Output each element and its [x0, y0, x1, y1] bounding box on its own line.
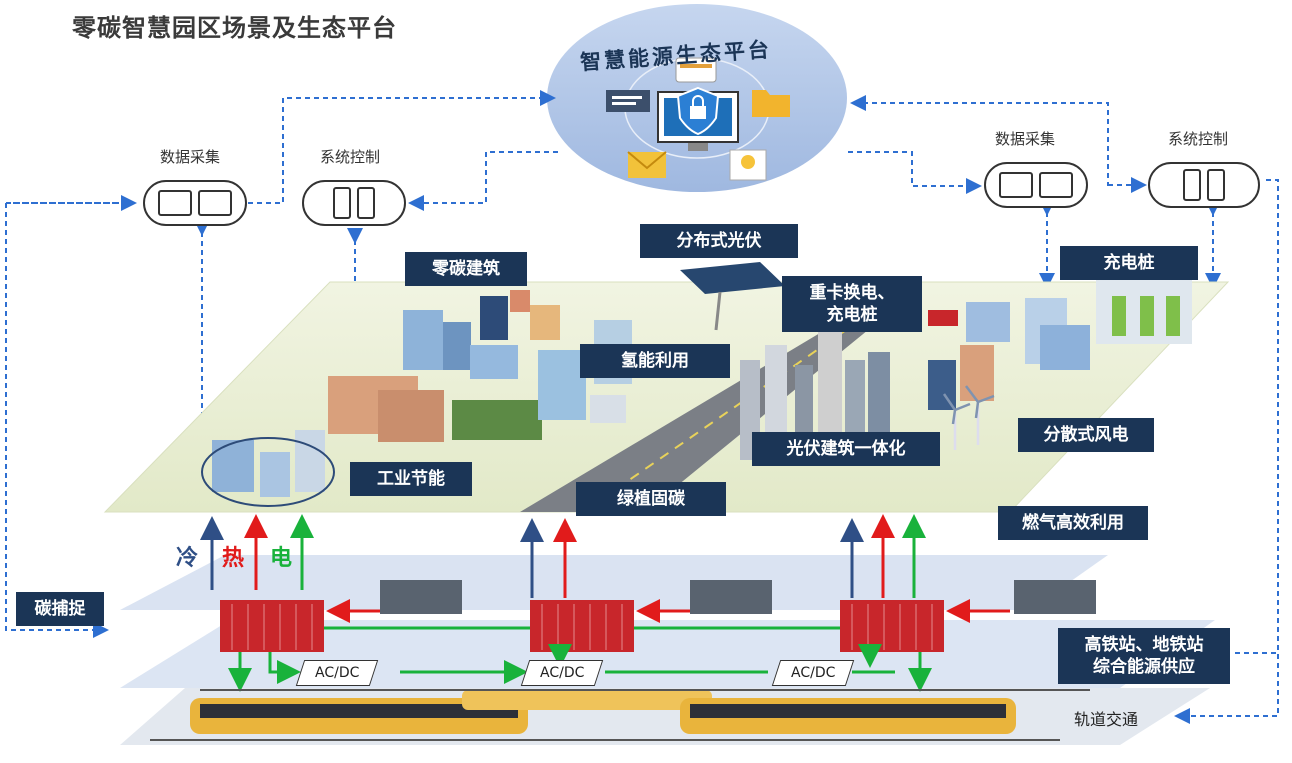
monitor-device-icon: [999, 172, 1033, 198]
red-units: [220, 600, 944, 652]
label-distributed-wind: 分散式风电: [1018, 418, 1154, 452]
label-hydrogen: 氢能利用: [580, 344, 730, 378]
data-collect-label-left: 数据采集: [160, 148, 221, 166]
label-truck-swap-line1: 重卡换电、: [809, 283, 895, 303]
system-control-device-right: [1148, 162, 1260, 208]
system-control-label-right: 系统控制: [1168, 130, 1229, 148]
label-charging-pile: 充电桩: [1060, 246, 1198, 280]
monitor-device-icon: [1039, 172, 1073, 198]
acdc-converter: AC/DC: [520, 660, 604, 686]
solar-canopy: [680, 262, 785, 331]
label-distributed-pv: 分布式光伏: [640, 224, 798, 258]
card-icon: [675, 57, 717, 83]
label-green-carbon-sink: 绿植固碳: [576, 482, 726, 516]
folder-icon: [752, 90, 790, 117]
gas-layer: [120, 555, 1108, 610]
page-title: 零碳智慧园区场景及生态平台: [72, 14, 397, 42]
flow-label-cold: 冷: [176, 546, 199, 571]
monitor-device-icon: [158, 190, 192, 216]
acdc-label: AC/DC: [539, 665, 585, 681]
data-collect-device-left: [143, 180, 247, 226]
acdc-converter: AC/DC: [771, 660, 855, 686]
label-gas-efficiency: 燃气高效利用: [998, 506, 1148, 540]
label-truck-swap-line2: 充电桩: [826, 305, 878, 325]
label-rail-energy-line2: 综合能源供应: [1093, 657, 1195, 677]
system-control-device-left: [302, 180, 406, 226]
data-collect-device-right: [984, 162, 1088, 208]
buildings: [201, 290, 1090, 507]
label-rail-transit: 轨道交通: [1074, 710, 1139, 729]
shield-lock-icon: [676, 86, 720, 136]
label-rail-energy: 高铁站、地铁站 综合能源供应: [1058, 628, 1230, 684]
label-bipv: 光伏建筑一体化: [752, 432, 940, 466]
acdc-label: AC/DC: [790, 665, 836, 681]
chat-icon: [606, 90, 650, 112]
bulb-icon: [729, 149, 767, 181]
phone-device-icon: [333, 187, 351, 219]
phone-device-icon: [357, 187, 375, 219]
acdc-converter: AC/DC: [295, 660, 379, 686]
label-industrial-saving: 工业节能: [350, 462, 472, 496]
flow-label-power: 电: [270, 546, 293, 571]
label-carbon-capture: 碳捕捉: [16, 592, 104, 626]
data-collect-label-right: 数据采集: [995, 130, 1056, 148]
label-truck-swap: 重卡换电、 充电桩: [782, 276, 922, 332]
mail-icon: [627, 151, 667, 178]
wind-turbines: [942, 385, 995, 450]
monitor-device-icon: [198, 190, 232, 216]
gas-turbines: [380, 580, 1096, 614]
flow-label-heat: 热: [222, 546, 245, 571]
dashed-links: [5, 90, 1280, 724]
trains: [150, 689, 1090, 741]
label-rail-energy-line1: 高铁站、地铁站: [1084, 635, 1204, 655]
acdc-label: AC/DC: [314, 665, 360, 681]
system-control-label-left: 系统控制: [320, 148, 381, 166]
phone-device-icon: [1207, 169, 1225, 201]
phone-device-icon: [1183, 169, 1201, 201]
label-zero-carbon-building: 零碳建筑: [405, 252, 527, 286]
